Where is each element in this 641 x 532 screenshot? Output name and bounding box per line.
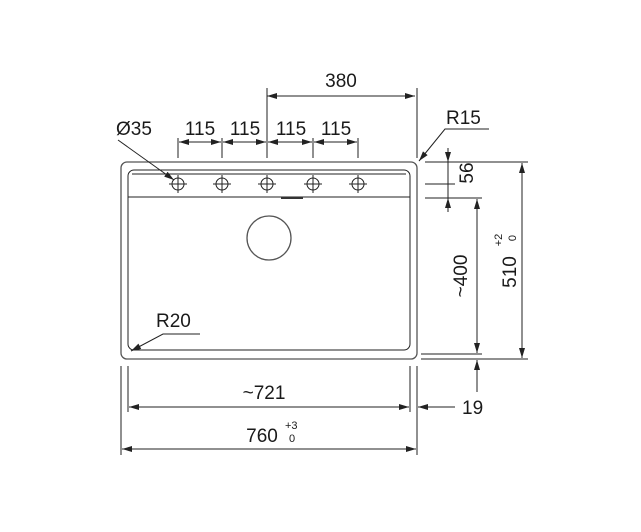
dim-label-760: 760 bbox=[246, 426, 278, 447]
dim-label-r20: R20 bbox=[156, 311, 191, 332]
dimension-510: 510 +2 0 bbox=[493, 163, 525, 358]
dimension-r15: R15 bbox=[418, 108, 489, 162]
sink-outline bbox=[120, 161, 418, 360]
dimension-r20: R20 bbox=[130, 311, 200, 352]
dimension-56: 56 bbox=[445, 148, 478, 212]
dimension-760: 760 +3 0 bbox=[120, 366, 418, 455]
tap-hole bbox=[169, 175, 187, 193]
dim-label-diameter: Ø35 bbox=[116, 119, 152, 140]
dim-label-115: 115 bbox=[185, 119, 215, 140]
dim-label-510: 510 bbox=[500, 256, 521, 288]
tolerance-upper: +2 bbox=[493, 234, 505, 247]
overflow-slot bbox=[281, 197, 303, 199]
extension-lines bbox=[421, 161, 528, 360]
tap-holes bbox=[169, 175, 367, 193]
dim-label-721: ~721 bbox=[243, 383, 286, 404]
dimension-19: 19 bbox=[418, 360, 483, 419]
tap-hole bbox=[304, 175, 322, 193]
dim-label-400: ~400 bbox=[451, 255, 472, 298]
drain-hole bbox=[246, 215, 292, 261]
dimension-hole-diameter: Ø35 bbox=[116, 119, 175, 181]
tolerance-upper: +3 bbox=[285, 420, 298, 432]
dimension-hole-spacing: 115 115 115 115 bbox=[177, 119, 359, 158]
tolerance-lower: 0 bbox=[507, 235, 519, 241]
dimension-380: 380 bbox=[266, 71, 418, 158]
dim-label-115: 115 bbox=[230, 119, 260, 140]
dimension-721: ~721 bbox=[127, 366, 411, 412]
dim-label-19: 19 bbox=[462, 398, 483, 419]
dim-label-115: 115 bbox=[276, 119, 306, 140]
dimension-400: ~400 bbox=[451, 199, 480, 353]
dim-label-r15: R15 bbox=[446, 108, 481, 129]
tolerance-lower: 0 bbox=[289, 433, 295, 445]
dim-label-380: 380 bbox=[325, 71, 357, 92]
tap-hole bbox=[258, 175, 276, 193]
dim-label-56: 56 bbox=[457, 162, 478, 183]
dim-label-115: 115 bbox=[321, 119, 351, 140]
tap-hole bbox=[349, 175, 367, 193]
tap-hole bbox=[213, 175, 231, 193]
